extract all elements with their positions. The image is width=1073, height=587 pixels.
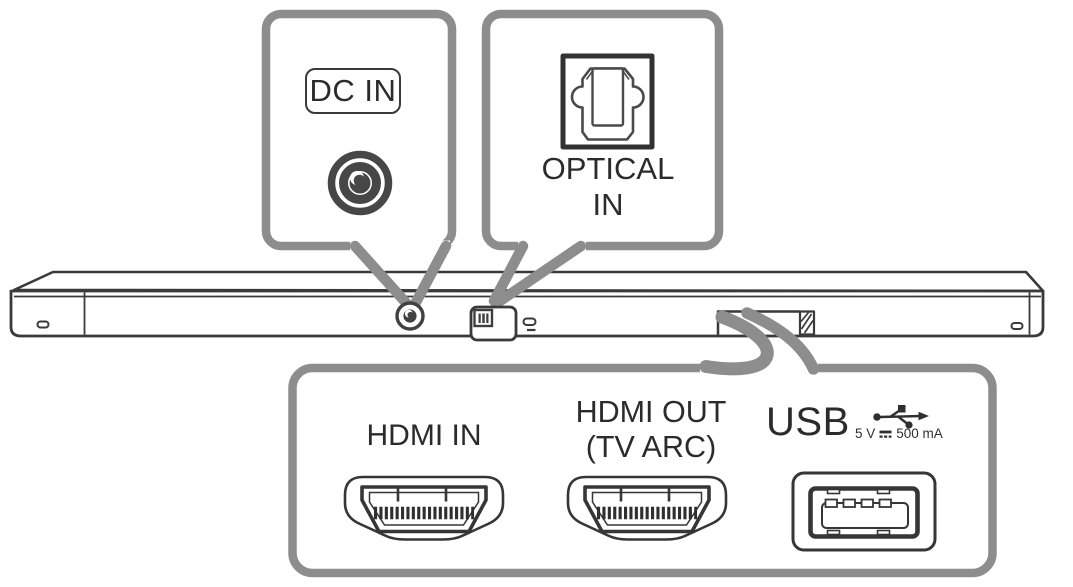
hdmi-out-label-line1: HDMI OUT	[575, 395, 727, 429]
hdmi-out-label: HDMI OUT (TV ARC)	[551, 395, 751, 465]
dc-in-label-text: DC IN	[309, 73, 397, 108]
optical-port-icon	[560, 53, 655, 150]
optical-in-label-line1: OPTICAL	[541, 151, 675, 186]
optical-pointer	[488, 240, 587, 307]
usb-rating-voltage: 5 V	[855, 426, 876, 441]
dc-symbol-icon	[879, 430, 892, 438]
ports-pointer	[699, 307, 820, 376]
soundbar-front-face	[9, 289, 1045, 338]
dc-plug-icon	[327, 150, 393, 216]
mount-slot-left	[36, 320, 50, 329]
dc-jack-icon	[395, 301, 425, 331]
hdmi-in-label: HDMI IN	[366, 419, 482, 452]
dc-in-label: DC IN	[305, 68, 401, 114]
callout-pointers	[349, 240, 820, 376]
soundbar-illustration	[9, 270, 1045, 338]
usb-port-icon	[791, 471, 937, 552]
mount-slot-right	[1010, 322, 1024, 330]
notch-hatch-lines	[800, 311, 814, 334]
usb-rating-current: 500 mA	[896, 426, 943, 441]
hdmi-out-label-line2: (TV ARC)	[585, 430, 717, 464]
usb-label: USB	[766, 400, 850, 444]
usb-trident-icon	[873, 405, 929, 429]
dc-pointer	[349, 240, 452, 311]
port-compartment-notch	[716, 310, 816, 336]
optical-in-label: OPTICAL IN	[508, 151, 708, 223]
optical-in-label-line2: IN	[592, 187, 624, 222]
optical-port-on-bar	[469, 305, 518, 342]
usb-power-rating: 5 V 500 mA	[855, 426, 943, 441]
mount-slot-middle	[522, 317, 537, 326]
